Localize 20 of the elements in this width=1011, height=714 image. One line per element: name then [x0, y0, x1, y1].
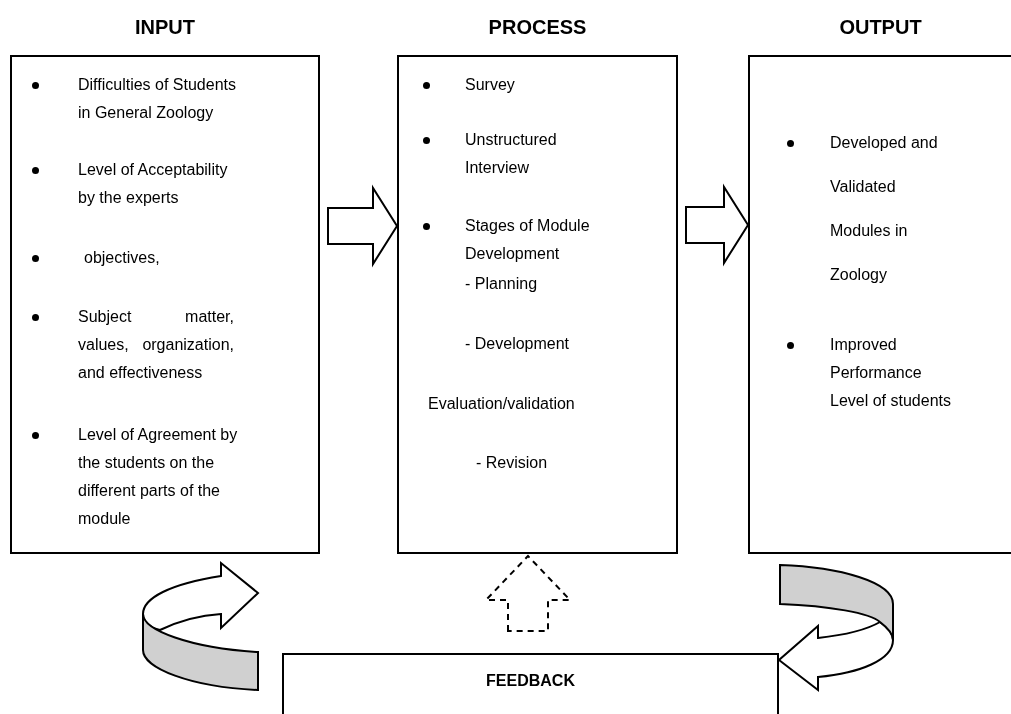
- column-heading: INPUT: [135, 15, 195, 40]
- list-item-text: Difficulties of Students in General Zoology: [78, 75, 237, 123]
- block-arrow: [685, 183, 750, 267]
- block-arrow: [327, 184, 399, 268]
- column-heading: PROCESS: [488, 15, 587, 40]
- feedback-label: FEEDBACK: [486, 671, 575, 691]
- list-item-text: Unstructured Interview: [465, 130, 558, 178]
- list-item-text: Level of Agreement by the students on the different parts of the module: [78, 425, 239, 529]
- list-item-text: Level of Acceptability by the experts: [78, 160, 229, 208]
- list-item-text: - Planning: [465, 274, 539, 294]
- list-item-text: - Development: [465, 334, 571, 354]
- list-item-text: objectives,: [84, 248, 161, 268]
- list-item-text: Subject matter, values, organization, and effectiveness: [78, 307, 234, 383]
- list-item-text: Stages of Module Development: [465, 216, 591, 264]
- column-heading: OUTPUT: [839, 15, 922, 40]
- list-item-text: Improved Performance Level of students: [830, 335, 952, 411]
- list-item-text: Evaluation/validation: [428, 394, 576, 414]
- list-item-text: Survey: [465, 75, 516, 95]
- list-item-text: - Revision: [476, 453, 549, 473]
- list-item-text: Developed and Validated Modules in Zoology: [830, 133, 939, 285]
